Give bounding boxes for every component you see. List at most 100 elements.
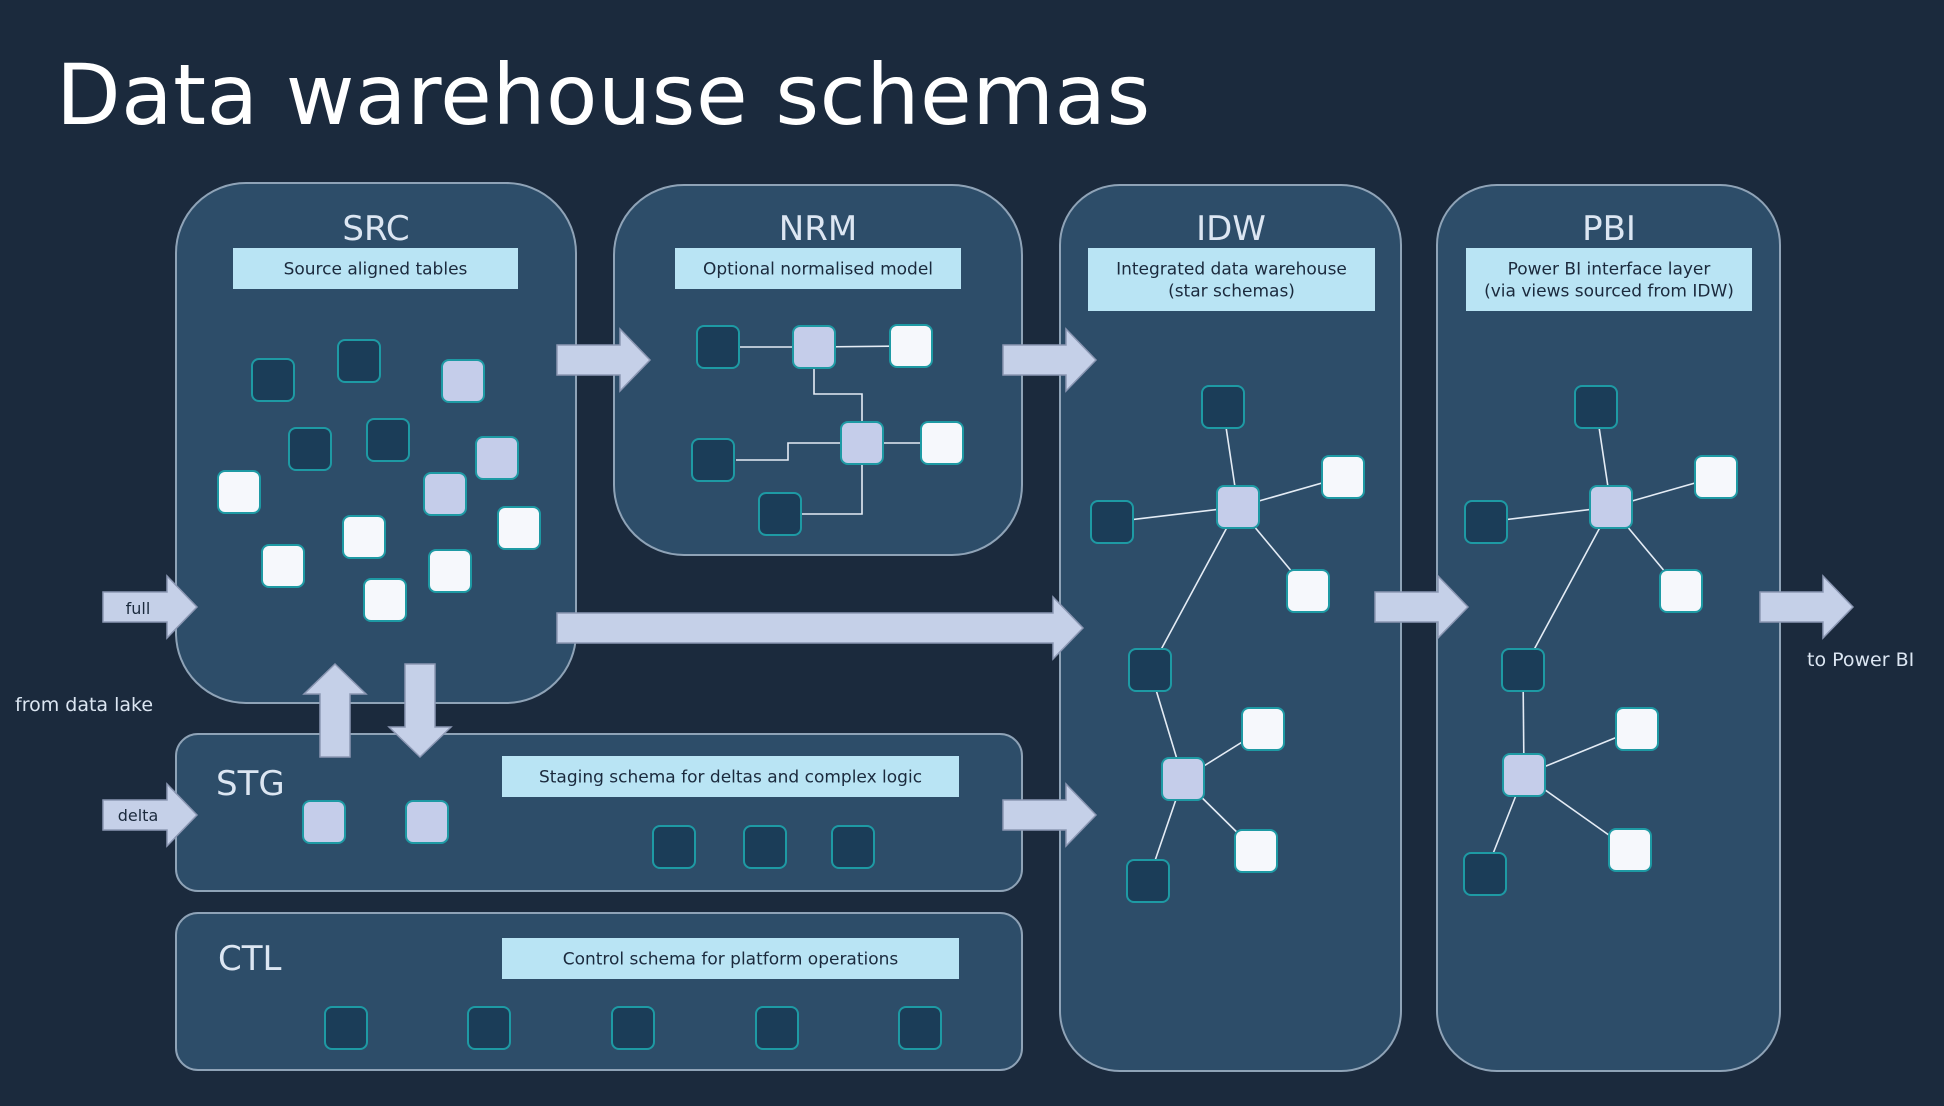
- ctl-table-icon: [755, 1006, 799, 1050]
- panel-src-description-box: [233, 248, 518, 289]
- delta-load-label: delta: [118, 806, 159, 825]
- idw-table-icon: [1201, 385, 1245, 429]
- connector-line: [1149, 506, 1239, 671]
- full-load-arrow: [102, 574, 199, 640]
- panel-nrm-description: Optional normalised model: [675, 248, 961, 289]
- panel-idw-description-box: [1088, 248, 1375, 311]
- table-squares: [217, 324, 1738, 1050]
- panel-stg-description-line: Staging schema for deltas and complex lo…: [539, 768, 922, 788]
- src-table-icon: [363, 578, 407, 622]
- stg-table-icon: [831, 825, 875, 869]
- src-to-idw-arrow: [556, 595, 1085, 661]
- idw-table-icon: [1126, 859, 1170, 903]
- src-table-icon: [441, 359, 485, 403]
- panel-ctl-box: [175, 912, 1023, 1071]
- panel-pbi-description: Power BI interface layer(via views sourc…: [1466, 248, 1752, 311]
- src-table-icon: [423, 472, 467, 516]
- stg-to-src-arrow: [302, 662, 368, 758]
- source-label: from data lake: [15, 694, 153, 716]
- src-table-icon: [366, 418, 410, 462]
- stg-table-icon: [405, 800, 449, 844]
- idw-table-icon: [1161, 757, 1205, 801]
- src-table-icon: [342, 515, 386, 559]
- connector-line: [736, 442, 862, 461]
- pbi-table-icon: [1659, 569, 1703, 613]
- idw-table-icon: [1321, 455, 1365, 499]
- ctl-table-icon: [898, 1006, 942, 1050]
- connector-line: [813, 347, 863, 443]
- connector-line: [1522, 506, 1612, 671]
- delta-load-arrow: [102, 782, 199, 848]
- pbi-table-icon: [1464, 500, 1508, 544]
- panel-pbi-description-line: Power BI interface layer: [1508, 260, 1711, 280]
- stg-table-icon: [652, 825, 696, 869]
- panel-src-description-line: Source aligned tables: [284, 260, 468, 280]
- pbi-to-powerbi-arrow: [1759, 574, 1855, 640]
- panel-nrm-description-box: [675, 248, 961, 289]
- panel-ctl-description-line: Control schema for platform operations: [563, 950, 899, 970]
- panel-stg-title: STG: [216, 764, 285, 804]
- src-table-icon: [251, 358, 295, 402]
- nrm-table-icon: [889, 324, 933, 368]
- src-to-stg-arrow: [387, 663, 453, 759]
- stg-to-idw-arrow: [1002, 782, 1098, 848]
- idw-to-pbi-arrow: [1374, 574, 1470, 640]
- idw-table-icon: [1128, 648, 1172, 692]
- src-table-icon: [428, 549, 472, 593]
- src-table-icon: [261, 544, 305, 588]
- panel-ctl: CTL Control schema for platform operation…: [175, 912, 1023, 1071]
- idw-table-icon: [1216, 485, 1260, 529]
- idw-table-icon: [1241, 707, 1285, 751]
- panel-src-title: SRC: [342, 209, 409, 249]
- nrm-table-icon: [758, 492, 802, 536]
- panel-idw-description-line: Integrated data warehouse: [1116, 260, 1347, 280]
- stg-table-icon: [302, 800, 346, 844]
- panel-idw-description-line: (star schemas): [1168, 282, 1295, 302]
- panel-ctl-description-box: [502, 938, 959, 979]
- nrm-table-icon: [840, 421, 884, 465]
- panel-src-description: Source aligned tables: [233, 248, 518, 289]
- ctl-table-icon: [611, 1006, 655, 1050]
- target-label: to Power BI: [1807, 649, 1914, 671]
- pbi-table-icon: [1589, 485, 1633, 529]
- panel-idw-title: IDW: [1196, 209, 1266, 249]
- panel-pbi-description-box: [1466, 248, 1752, 311]
- src-table-icon: [288, 427, 332, 471]
- pbi-table-icon: [1574, 385, 1618, 429]
- pbi-table-icon: [1502, 753, 1546, 797]
- src-table-icon: [217, 470, 261, 514]
- idw-table-icon: [1090, 500, 1134, 544]
- nrm-table-icon: [920, 421, 964, 465]
- pbi-table-icon: [1501, 648, 1545, 692]
- ctl-table-icon: [324, 1006, 368, 1050]
- panel-ctl-title: CTL: [218, 939, 282, 979]
- pbi-table-icon: [1608, 828, 1652, 872]
- idw-table-icon: [1234, 829, 1278, 873]
- panel-pbi-description-line: (via views sourced from IDW): [1484, 282, 1734, 302]
- panel-nrm-title: NRM: [779, 209, 857, 249]
- src-to-nrm-arrow: [556, 327, 652, 393]
- idw-table-icon: [1286, 569, 1330, 613]
- full-load-label: full: [126, 599, 151, 618]
- panel-nrm-description-line: Optional normalised model: [703, 260, 933, 280]
- pbi-table-icon: [1694, 455, 1738, 499]
- stg-table-icon: [743, 825, 787, 869]
- panel-stg-description: Staging schema for deltas and complex lo…: [502, 756, 959, 797]
- nrm-table-icon: [696, 325, 740, 369]
- nrm-table-icon: [792, 325, 836, 369]
- panel-idw-box: [1059, 184, 1402, 1072]
- panel-idw: IDW Integrated data warehouse(star schema…: [1059, 184, 1402, 1072]
- src-table-icon: [475, 436, 519, 480]
- panel-stg-description-box: [502, 756, 959, 797]
- ctl-table-icon: [467, 1006, 511, 1050]
- panel-stg: STG Staging schema for deltas and complex…: [175, 733, 1023, 892]
- panel-pbi-title: PBI: [1582, 209, 1636, 249]
- nrm-to-idw-arrow: [1002, 327, 1098, 393]
- nrm-table-icon: [691, 438, 735, 482]
- pbi-table-icon: [1615, 707, 1659, 751]
- panel-pbi-box: [1436, 184, 1781, 1072]
- panel-ctl-description: Control schema for platform operations: [502, 938, 959, 979]
- pbi-table-icon: [1463, 852, 1507, 896]
